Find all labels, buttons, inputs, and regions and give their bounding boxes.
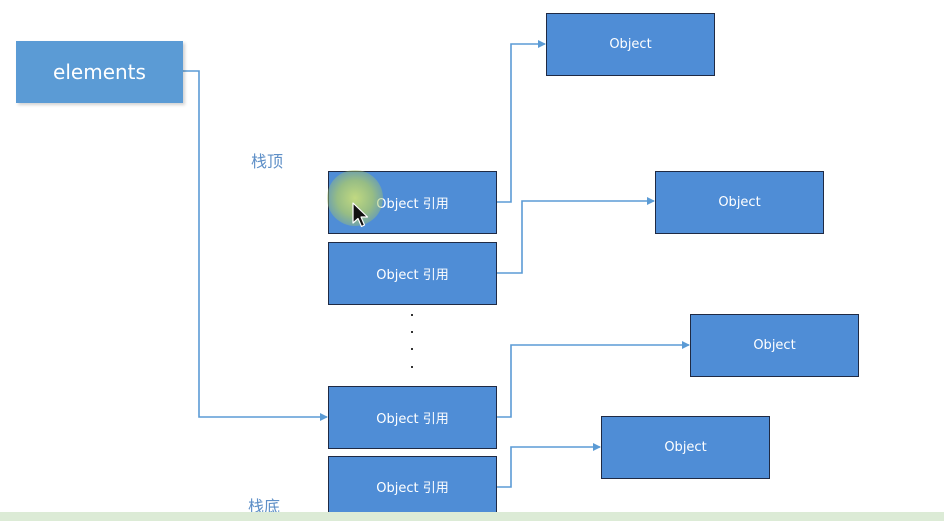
object-label: Object [609, 37, 652, 52]
object-reference-node: Object 引用 [328, 242, 497, 305]
ref3-to-object3-arrow [497, 341, 690, 418]
object-label: Object [664, 440, 707, 455]
ref2-to-object2-arrow [497, 197, 655, 274]
object-node: Object [546, 13, 715, 76]
ellipsis-dot [411, 348, 413, 350]
ref1-to-object1-arrow [497, 40, 546, 203]
ellipsis-dot [411, 314, 413, 316]
object-reference-label: Object 引用 [376, 268, 449, 283]
stack-bottom-label: 栈底 [248, 497, 281, 516]
ellipsis-dot [411, 366, 413, 368]
object-label: Object [753, 338, 796, 353]
object-label: Object [718, 195, 761, 210]
object-node: Object [690, 314, 859, 377]
bottom-strip [0, 512, 944, 521]
object-reference-label: Object 引用 [376, 197, 449, 212]
object-node: Object [655, 171, 824, 234]
object-reference-label: Object 引用 [376, 480, 449, 496]
elements-to-ref-arrow [183, 70, 328, 421]
object-reference-node: Object 引用 [328, 386, 497, 449]
ref4-to-object4-arrow [497, 443, 601, 488]
object-reference-label: Object 引用 [376, 412, 449, 427]
object-node: Object [601, 416, 770, 479]
object-reference-node: Object 引用 [328, 456, 497, 516]
stack-top-label: 栈顶 [251, 152, 284, 171]
mouse-pointer-icon [352, 202, 369, 228]
elements-label: elements [53, 60, 146, 84]
elements-node: elements [16, 41, 183, 103]
ellipsis-dot [411, 331, 413, 333]
